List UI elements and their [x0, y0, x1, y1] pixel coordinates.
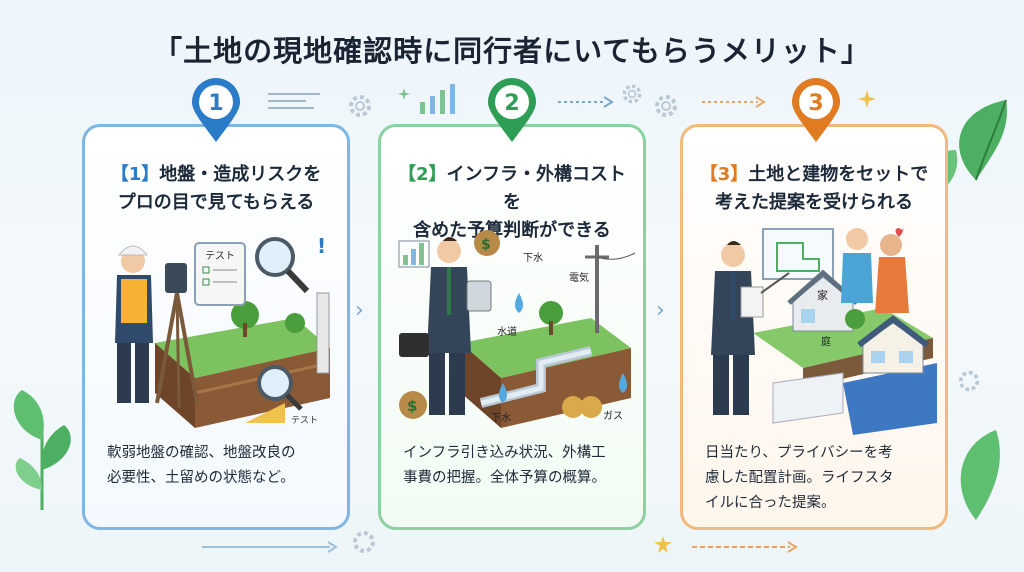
star-icon	[654, 536, 672, 553]
gear-icon	[655, 95, 677, 117]
next-arrow-icon: ›	[656, 298, 665, 323]
heading-line: 地盤・造成リスクを	[159, 164, 322, 185]
heading-line: 土地と建物をセットで	[748, 164, 929, 185]
heading-line: プロの目で見てもらえる	[117, 192, 315, 213]
gear-icon	[622, 84, 642, 104]
next-arrow-icon: ›	[355, 298, 364, 323]
sparkle-icon	[398, 88, 410, 100]
ruler-label: テスト	[291, 415, 318, 426]
garden-label: 庭	[821, 335, 831, 348]
arrow-icon	[702, 96, 766, 108]
sheet-label: テスト	[205, 251, 235, 262]
body-line: 軟弱地盤の確認、地盤改良の	[107, 445, 296, 461]
card-body: 軟弱地盤の確認、地盤改良の 必要性、土留めの状態など。	[107, 441, 333, 491]
house-label: 家	[817, 288, 828, 302]
svg-text:$: $	[407, 397, 417, 415]
step-2-pin-icon: 2	[488, 78, 536, 142]
gear-icon	[353, 531, 375, 553]
gear-icon	[958, 370, 980, 392]
page-title: 「土地の現地確認時に同行者にいてもらうメリット」	[153, 34, 871, 68]
water-label: 水道	[497, 325, 517, 338]
body-line: イルに合った提案。	[705, 495, 836, 511]
svg-text:$: $	[481, 237, 491, 253]
heading-line: 考えた提案を受けられる	[715, 192, 913, 213]
step-number: 2	[504, 91, 519, 116]
sewer-label: 下水	[523, 252, 543, 264]
card-heading: 【3】土地と建物をセットで 考えた提案を受けられる	[693, 161, 935, 217]
gear-icon	[349, 95, 371, 117]
merit-card-1: 【1】地盤・造成リスクを プロの目で見てもらえる テスト ! テスト	[82, 124, 350, 530]
merit-card-3: 【3】土地と建物をセットで 考えた提案を受けられる 家 庭	[680, 124, 948, 530]
house-proposal-illustration: 家 庭	[711, 228, 937, 435]
card-tag: 【3】	[699, 164, 749, 185]
card-body: インフラ引き込み状況、外構工 事費の把握。全体予算の概算。	[403, 441, 629, 491]
step-number: 3	[808, 91, 823, 116]
bar-chart-icon	[420, 84, 455, 114]
surveyor-illustration: テスト ! テスト	[115, 234, 331, 428]
step-1-pin-icon: 1	[192, 78, 240, 142]
card-tag: 【2】	[398, 164, 447, 185]
arrow-icon	[558, 96, 614, 108]
step-3-pin-icon: 3	[792, 78, 840, 142]
body-line: 慮した配置計画。ライフスタ	[705, 470, 894, 486]
card-heading: 【1】地盤・造成リスクを プロの目で見てもらえる	[95, 161, 337, 217]
heading-line: インフラ・外構コストを	[446, 164, 626, 213]
arrow-icon	[202, 541, 338, 553]
infrastructure-illustration: 電気 下水 水道 下水 ガス $ $	[398, 230, 635, 428]
heading-line: 含めた予算判断ができる	[413, 220, 611, 241]
body-line: 事費の把握。全体予算の概算。	[403, 470, 606, 486]
leaf-icon	[13, 390, 71, 510]
arrow-icon	[692, 541, 798, 553]
body-line: 日当たり、プライバシーを考	[705, 445, 893, 461]
card-tag: 【1】	[110, 164, 160, 185]
gas-label: ガス	[603, 410, 623, 422]
dotted-line-icon	[268, 93, 320, 109]
body-line: インフラ引き込み状況、外構工	[403, 445, 606, 461]
electric-label: 電気	[569, 271, 589, 284]
sparkle-icon	[858, 90, 876, 108]
body-line: 必要性、土留めの状態など。	[107, 470, 295, 486]
sewer-bottom-label: 下水	[491, 412, 511, 424]
merit-card-2: 【2】インフラ・外構コストを 含めた予算判断ができる 電気 下水 水道 下水 ガ…	[378, 124, 646, 530]
step-number: 1	[208, 91, 223, 116]
svg-text:!: !	[317, 234, 326, 258]
leaf-icon	[960, 430, 1000, 520]
card-heading: 【2】インフラ・外構コストを 含めた予算判断ができる	[391, 161, 633, 245]
card-body: 日当たり、プライバシーを考 慮した配置計画。ライフスタ イルに合った提案。	[705, 441, 931, 516]
